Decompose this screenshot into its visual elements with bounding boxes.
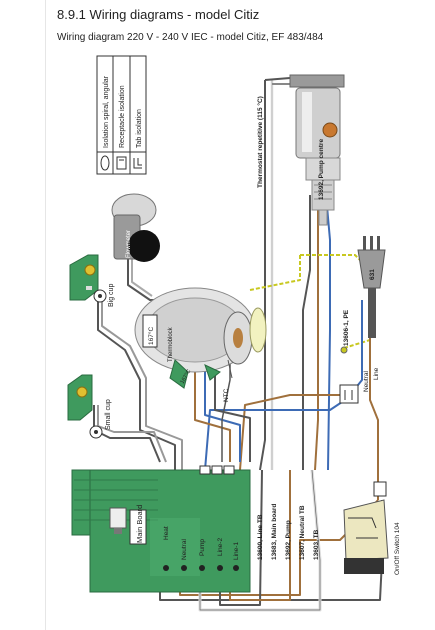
small-cup-label: Small cup xyxy=(105,399,112,430)
legend-label-receptacle: Receptacle isolation xyxy=(119,85,126,148)
cable-pump-label: 13692, Pump xyxy=(285,520,292,560)
flowmeter: Flowmeter xyxy=(111,193,160,262)
diagram-caption: Wiring diagram 220 V - 240 V IEC - model… xyxy=(57,32,324,43)
pin-line2-label: Line-2 xyxy=(217,538,224,556)
ntc-label: NTC xyxy=(223,388,230,402)
pin-line1-label: Line-1 xyxy=(233,542,240,560)
small-cup-sensor: Small cup xyxy=(67,374,112,439)
big-cup-sensor: Big cup xyxy=(69,254,115,307)
plug-label: 631 xyxy=(369,269,376,280)
legend-label-tab: Tab isolation xyxy=(136,109,143,148)
pin-neutral-label: Neutral xyxy=(181,538,188,560)
tab-icon xyxy=(133,158,142,169)
legend-label-spiral: Isolation spiral, angular xyxy=(103,75,110,148)
on-off-switch: On/Off Switch 104 xyxy=(343,481,401,575)
mains-plug: 631 13606-1, PE Neutral Line xyxy=(339,236,386,404)
thermal-fuse-label-a: 167°C xyxy=(147,327,155,345)
cable-main-board-label: 13683, Main board xyxy=(271,504,278,560)
pin-heat-label: Heat xyxy=(163,526,170,540)
main-board: Main Board Heat Neutral Pump Line-2 Line… xyxy=(71,465,251,593)
pin-pump-label: Pump xyxy=(199,539,206,556)
switch-label: On/Off Switch 104 xyxy=(394,522,401,575)
neutral-label: Neutral xyxy=(363,370,370,392)
receptacle-icon xyxy=(116,156,127,170)
flowmeter-label: Flowmeter xyxy=(126,230,132,258)
thermostat-label: Thermostat repetitive (115 °C) xyxy=(256,96,264,188)
line-label: Line xyxy=(373,367,380,380)
pump-label: 13692, Pump centre xyxy=(318,139,325,200)
thermoblock-label: Thermoblock xyxy=(168,326,174,362)
cable-line-tb-label: 13600, Line TB xyxy=(257,514,264,560)
cable-labels: 13600, Line TB 13683, Main board 13692, … xyxy=(257,504,320,560)
cable-tb-label: 13603, TB xyxy=(313,529,320,560)
page-left-rule xyxy=(45,0,46,630)
pump-assembly: Thermostat repetitive (115 °C) 13692, Pu… xyxy=(256,74,345,226)
legend: Isolation spiral, angular Receptacle iso… xyxy=(96,55,147,175)
main-board-label: Main Board xyxy=(135,505,144,543)
pe-label: 13606-1, PE xyxy=(343,309,350,346)
thermoblock: 167°C Thermoblock 167°C NTC xyxy=(134,287,267,402)
big-cup-label: Big cup xyxy=(108,284,115,307)
section-heading: 8.9.1 Wiring diagrams - model Citiz xyxy=(57,7,260,22)
cable-neutral-tb-label: 13607, Neutral TB xyxy=(299,505,306,560)
spiral-icon xyxy=(100,155,110,171)
